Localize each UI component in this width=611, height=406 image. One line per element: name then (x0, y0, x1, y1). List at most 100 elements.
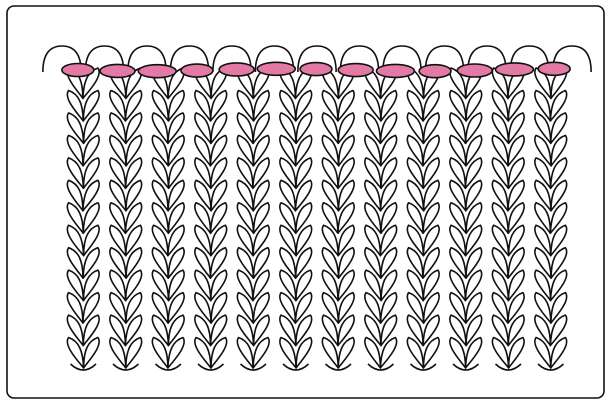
stitch-left-leg (66, 224, 85, 257)
stitch-left-leg (151, 224, 169, 257)
stitch-left-leg (534, 246, 552, 279)
stitch-right-leg (422, 291, 440, 324)
stitch-left-leg (406, 291, 425, 324)
stitch-right-leg (167, 224, 185, 257)
stitch-left-leg (66, 246, 84, 279)
stitch-right-leg (337, 336, 355, 369)
stitch-right-leg (125, 179, 143, 212)
stitch-right-leg (252, 314, 270, 347)
bottom-edge-loop (154, 363, 182, 371)
stitch-left-leg (236, 112, 254, 145)
stitch-left-leg (109, 134, 127, 167)
stitch-right-leg (124, 201, 143, 235)
stitch-left-leg (491, 201, 510, 235)
stitch-left-leg (534, 291, 552, 324)
stitch-right-leg (507, 224, 525, 257)
held-loop (494, 62, 535, 77)
stitch-right-leg (465, 201, 483, 235)
stitch-left-leg (534, 201, 552, 235)
stitch-left-leg (279, 134, 297, 167)
stitch-right-leg (295, 269, 313, 302)
stitch-left-leg (151, 291, 169, 324)
held-loop (61, 62, 95, 78)
stitch-right-leg (209, 246, 228, 279)
stitch-left-leg (534, 269, 552, 302)
stitch-right-leg (337, 291, 355, 324)
stitch-right-leg (549, 89, 568, 122)
stitch-right-leg (337, 224, 355, 257)
stitch-right-leg (210, 224, 228, 257)
stitch-right-leg (209, 134, 228, 167)
stitch-right-leg (82, 314, 100, 347)
stitch-left-leg (491, 246, 509, 279)
stitch-right-leg (422, 179, 440, 212)
stitch-left-leg (279, 291, 297, 324)
stitch-right-leg (294, 89, 313, 122)
stitch-left-leg (534, 67, 552, 100)
stitch-left-leg (321, 179, 340, 212)
stitch-left-leg (151, 314, 170, 347)
stitch-right-leg (167, 314, 185, 347)
stitch-right-leg (295, 157, 313, 190)
stitch-left-leg (109, 269, 127, 302)
bottom-edge-loop (494, 363, 522, 371)
stitch-right-leg (210, 291, 228, 324)
stitch-left-leg (364, 112, 382, 145)
stitch-right-leg (464, 179, 483, 212)
stitch-right-leg (465, 134, 483, 167)
stitch-right-leg (210, 179, 228, 212)
stitch-left-leg (321, 246, 340, 279)
stitch-right-leg (209, 314, 228, 347)
bottom-edge-loop (69, 363, 97, 371)
stitch-left-leg (321, 224, 340, 257)
stitch-left-leg (236, 179, 255, 212)
stitch-right-leg (507, 269, 525, 302)
stitch-right-leg (422, 157, 440, 190)
held-loop (537, 61, 571, 77)
stitch-left-leg (491, 314, 510, 347)
stitch-left-leg (279, 201, 297, 235)
stitch-right-leg (464, 291, 483, 324)
stitch-left-leg (151, 89, 170, 122)
stitch-right-leg (82, 67, 100, 100)
stitch-left-leg (279, 112, 297, 145)
stitch-right-leg (82, 336, 100, 369)
stitch-right-leg (209, 89, 228, 122)
stitch-right-leg (549, 224, 568, 257)
stitch-right-leg (379, 134, 398, 167)
stitch-right-leg (549, 201, 568, 235)
stitch-right-leg (422, 89, 440, 122)
held-loop (256, 61, 297, 77)
stitch-left-leg (279, 336, 297, 369)
stitch-right-leg (167, 112, 185, 145)
bottom-edge-loop (239, 363, 267, 371)
stitch-left-leg (66, 336, 85, 369)
stitch-left-leg (194, 224, 212, 257)
stitch-right-leg (422, 336, 440, 369)
stitch-left-leg (449, 89, 467, 122)
stitch-right-leg (379, 336, 398, 369)
stitch-right-leg (507, 179, 525, 212)
stitch-left-leg (406, 314, 424, 347)
stitch-right-leg (464, 269, 483, 302)
stitch-left-leg (236, 201, 255, 235)
stitch-right-leg (337, 246, 355, 279)
stitch-left-leg (236, 291, 255, 324)
stitch-right-leg (167, 246, 185, 279)
stitch-right-leg (380, 201, 398, 235)
stitch-right-leg (124, 112, 143, 145)
stitch-right-leg (210, 112, 228, 145)
stitch-left-leg (491, 89, 510, 122)
stitch-left-leg (151, 157, 170, 190)
stitch-left-leg (406, 134, 424, 167)
stitch-left-leg (321, 336, 340, 369)
held-loop (299, 61, 333, 77)
bottom-edge-loop (367, 363, 395, 371)
stitch-right-leg (252, 246, 270, 279)
stitch-left-leg (364, 246, 382, 279)
stitch-right-leg (507, 157, 525, 190)
stitch-left-leg (449, 336, 467, 369)
stitch-left-leg (194, 314, 212, 347)
